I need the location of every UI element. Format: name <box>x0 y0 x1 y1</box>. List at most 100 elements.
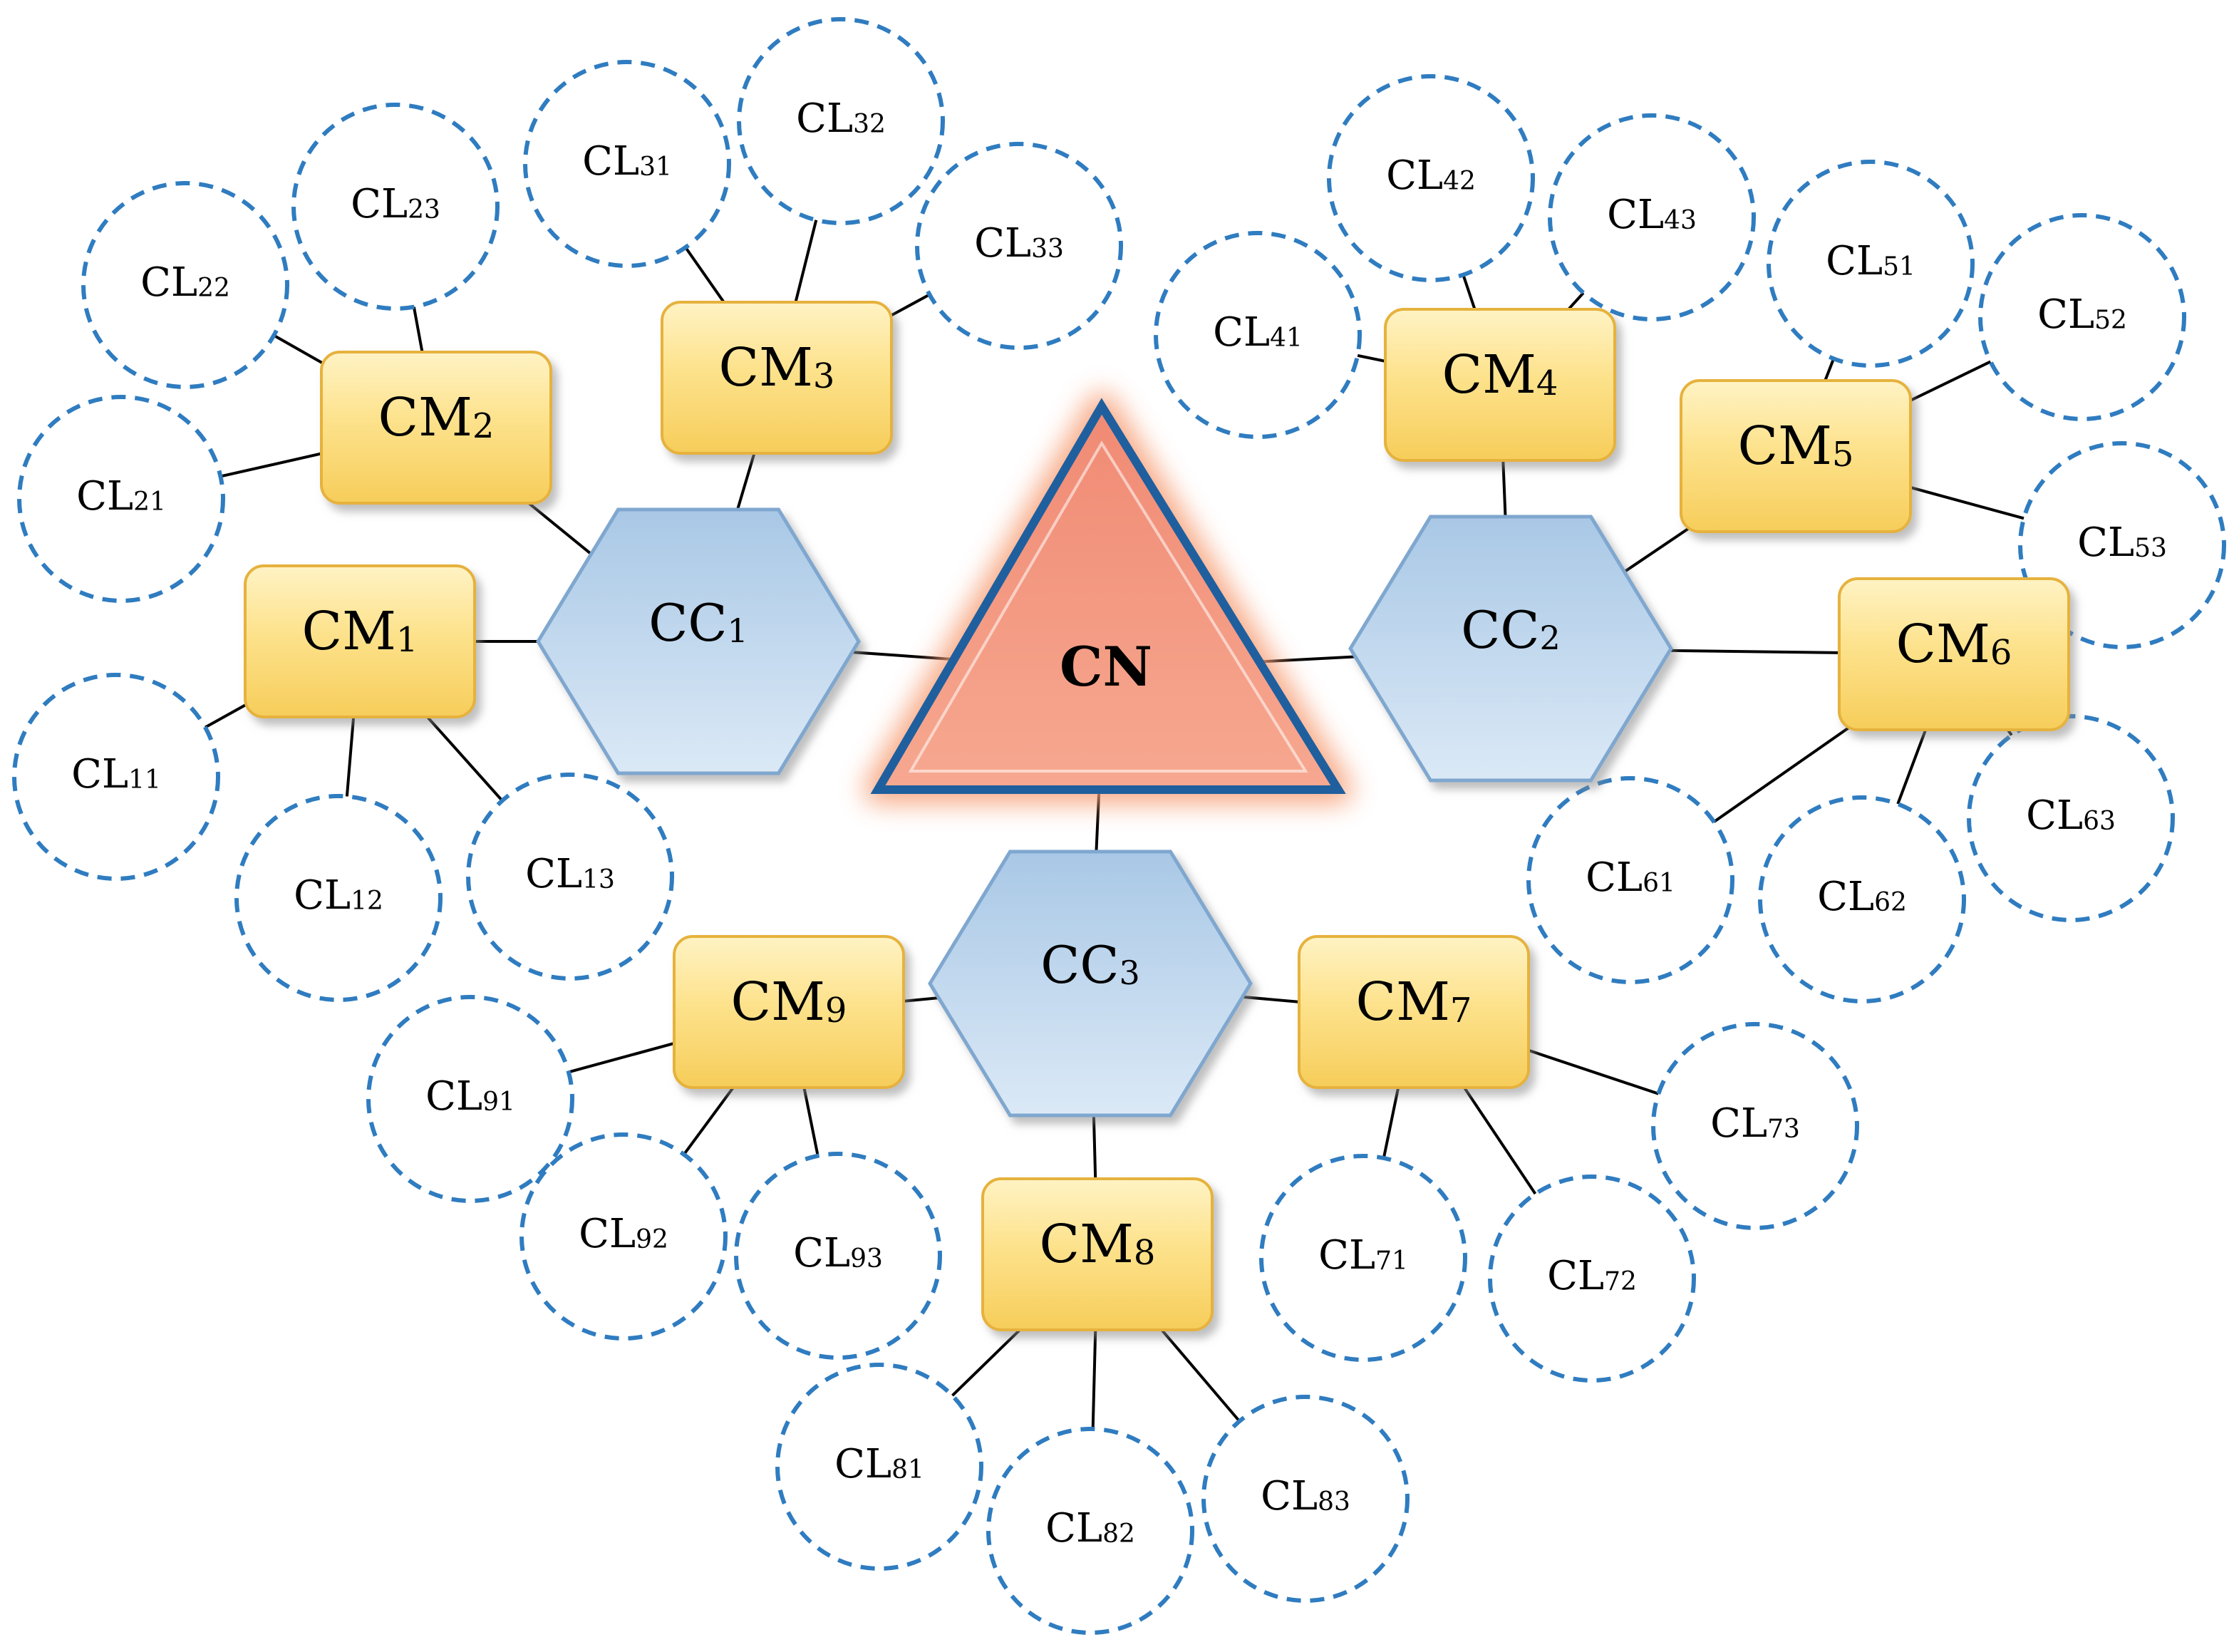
leaf-label-cl73-base: CL <box>1710 1100 1767 1147</box>
leaf-node-cl33: CL33 <box>915 142 1123 350</box>
member-label-cm6-subscript: 6 <box>1990 633 2012 673</box>
leaf-circle-cl91 <box>366 995 574 1203</box>
leaf-label-cl92-base: CL <box>579 1211 636 1257</box>
member-node-cm6: CM6 <box>1838 577 2070 731</box>
cluster-label-cc2-subscript: 2 <box>1539 619 1560 657</box>
leaf-node-cl12: CL12 <box>234 794 443 1002</box>
member-label-cm8-base: CM <box>1040 1214 1134 1275</box>
leaf-label-cl72-subscript: 72 <box>1604 1267 1637 1296</box>
leaf-circle-cl82 <box>986 1427 1194 1635</box>
leaf-circle-cl53 <box>2018 441 2226 649</box>
core-inner-bevel <box>908 440 1308 773</box>
leaf-label-cl11: CL11 <box>71 751 161 797</box>
cluster-node-cc1: CC1 <box>536 507 861 775</box>
leaf-node-cl23: CL23 <box>291 103 500 311</box>
leaf-label-cl92: CL92 <box>579 1211 668 1257</box>
leaf-node-cl53: CL53 <box>2018 441 2226 649</box>
leaf-label-cl12: CL12 <box>294 872 383 919</box>
leaf-label-cl51: CL51 <box>1826 238 1915 284</box>
member-box-cm8 <box>981 1177 1214 1331</box>
leaf-label-cl93-subscript: 93 <box>850 1244 883 1274</box>
leaf-label-cl12-subscript: 12 <box>351 887 383 916</box>
member-node-cm7: CM7 <box>1298 935 1530 1089</box>
leaf-label-cl32: CL32 <box>796 95 886 142</box>
leaf-label-cl22-subscript: 22 <box>197 274 230 303</box>
member-label-cm3: CM3 <box>719 337 835 398</box>
leaf-circle-cl33 <box>915 142 1123 350</box>
leaf-label-cl83: CL83 <box>1261 1473 1350 1519</box>
leaf-label-cl63-base: CL <box>2026 793 2083 839</box>
member-node-cm8: CM8 <box>981 1177 1214 1331</box>
leaf-circle-cl11 <box>12 673 220 881</box>
member-label-cm9: CM9 <box>731 971 847 1033</box>
member-label-cm4-subscript: 4 <box>1536 363 1558 403</box>
leaf-label-cl53-base: CL <box>2077 520 2134 566</box>
leaf-label-cl21-base: CL <box>76 473 133 520</box>
cluster-label-cc1-base: CC <box>648 593 727 653</box>
leaf-label-cl81: CL81 <box>834 1441 924 1487</box>
leaf-node-cl82: CL82 <box>986 1427 1194 1635</box>
leaf-label-cl43: CL43 <box>1607 192 1697 238</box>
leaf-label-cl13: CL13 <box>525 851 615 897</box>
leaf-label-cl41-base: CL <box>1213 309 1270 356</box>
leaf-label-cl21: CL21 <box>76 473 166 520</box>
leaf-label-cl23: CL23 <box>351 181 440 227</box>
leaf-label-cl41: CL41 <box>1213 309 1303 356</box>
member-label-cm3-base: CM <box>719 337 813 398</box>
leaf-node-cl21: CL21 <box>17 395 225 603</box>
leaf-label-cl31-base: CL <box>582 138 639 185</box>
leaf-label-cl42-subscript: 42 <box>1443 167 1476 196</box>
leaf-label-cl82: CL82 <box>1045 1505 1135 1552</box>
member-label-cm8: CM8 <box>1040 1214 1156 1275</box>
cluster-label-cc3-base: CC <box>1040 935 1119 995</box>
core-triangle <box>870 398 1346 794</box>
cluster-hexagon-cc1 <box>536 507 861 775</box>
leaf-circle-cl51 <box>1767 160 1975 368</box>
member-box-cm7 <box>1298 935 1530 1089</box>
leaf-label-cl93: CL93 <box>793 1230 883 1276</box>
member-node-cm2: CM2 <box>320 351 552 505</box>
leaf-node-cl42: CL42 <box>1327 74 1535 282</box>
member-label-cm4: CM4 <box>1442 344 1558 406</box>
leaf-label-cl11-base: CL <box>71 751 128 797</box>
leaf-node-cl61: CL61 <box>1526 776 1734 984</box>
leaf-label-cl32-base: CL <box>796 95 853 142</box>
leaf-label-cl72-base: CL <box>1547 1253 1604 1299</box>
member-box-cm9 <box>673 935 905 1089</box>
cluster-node-cc3: CC3 <box>928 850 1253 1117</box>
core-node-cn: CN <box>864 392 1353 804</box>
leaf-circle-cl52 <box>1978 213 2186 421</box>
leaf-label-cl53: CL53 <box>2077 520 2167 566</box>
leaf-label-cl31-subscript: 31 <box>639 153 672 182</box>
leaf-label-cl52-base: CL <box>2037 291 2094 338</box>
leaf-label-cl91-base: CL <box>425 1073 482 1120</box>
member-node-cm1: CM1 <box>244 564 476 718</box>
leaf-circle-cl23 <box>291 103 500 311</box>
leaf-label-cl52-subscript: 52 <box>2094 306 2127 335</box>
leaf-label-cl31: CL31 <box>582 138 672 185</box>
leaf-label-cl81-base: CL <box>834 1441 891 1487</box>
leaf-circle-cl63 <box>1967 714 2175 922</box>
member-label-cm9-base: CM <box>731 971 825 1033</box>
cluster-label-cc3: CC3 <box>1040 935 1139 995</box>
leaf-label-cl62-base: CL <box>1817 874 1874 920</box>
leaf-label-cl91-subscript: 91 <box>482 1088 515 1117</box>
member-box-cm5 <box>1680 379 1912 533</box>
leaf-label-cl42-base: CL <box>1386 153 1443 199</box>
leaf-circle-cl73 <box>1651 1022 1859 1230</box>
member-label-cm7-base: CM <box>1356 971 1450 1033</box>
leaf-circle-cl22 <box>81 181 289 389</box>
leaf-label-cl33-subscript: 33 <box>1031 234 1064 264</box>
leaf-label-cl82-base: CL <box>1045 1505 1102 1552</box>
leaf-label-cl41-subscript: 41 <box>1270 324 1303 353</box>
leaf-circle-cl83 <box>1201 1395 1410 1603</box>
leaf-label-cl43-subscript: 43 <box>1664 206 1697 235</box>
member-label-cm5-subscript: 5 <box>1832 435 1854 475</box>
leaf-label-cl73: CL73 <box>1710 1100 1800 1147</box>
leaf-label-cl22: CL22 <box>140 259 230 306</box>
leaf-circle-cl21 <box>17 395 225 603</box>
member-node-cm5: CM5 <box>1680 379 1912 533</box>
leaf-node-cl83: CL83 <box>1201 1395 1410 1603</box>
